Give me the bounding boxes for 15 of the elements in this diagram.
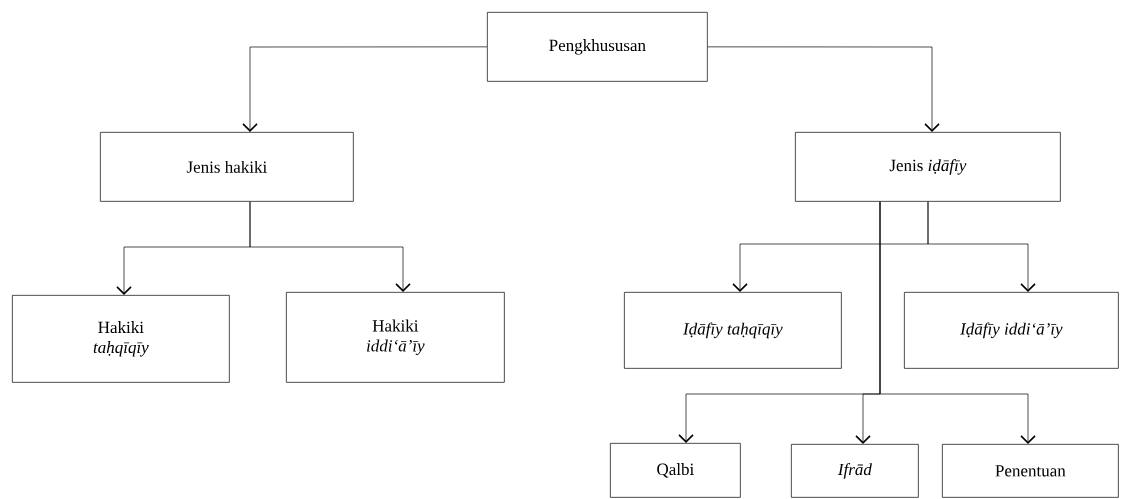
arrow <box>242 46 488 132</box>
category-box: Jenis hakiki <box>100 132 354 202</box>
category-box: Pengkhususan <box>487 12 708 82</box>
category-box: Hakiki taḥqīqīy <box>12 295 230 383</box>
category-box: Jenis iḍāfīy <box>795 132 1061 202</box>
category-box: Qalbi <box>610 443 741 498</box>
arrow <box>927 201 1036 292</box>
arrow <box>879 201 1036 444</box>
category-box: Iḍāfīy taḥqīqīy <box>624 292 842 369</box>
category-box: Ifrād <box>791 444 919 498</box>
arrow <box>249 201 411 292</box>
category-box: Hakiki iddi‘ā’īy <box>286 292 505 383</box>
category-box: Iḍāfīy iddi‘ā’īy <box>904 292 1119 369</box>
arrow <box>707 46 940 132</box>
category-box: Penentuan <box>942 444 1119 498</box>
